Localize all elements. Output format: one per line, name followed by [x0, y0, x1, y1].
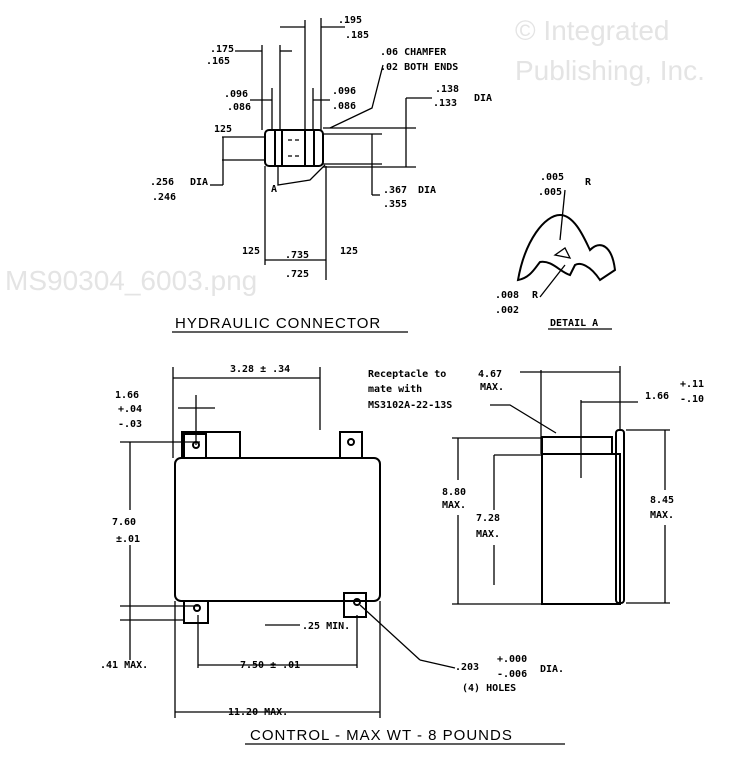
dim-label: R [532, 290, 539, 301]
dim-label: -.006 [497, 669, 527, 680]
dim-label: DIA [190, 177, 208, 188]
dim-label: 3.28 ± .34 [230, 364, 290, 375]
dim-label: .005 [540, 172, 564, 183]
control-side-view: Receptacle to mate with MS3102A-22-13S 4… [368, 366, 704, 605]
dim-label: .086 [332, 101, 356, 112]
dim-label: -.03 [118, 419, 142, 430]
control-title: CONTROL - MAX WT - 8 POUNDS [250, 727, 513, 744]
dim-label: .367 [383, 185, 407, 196]
chamfer-label: .02 BOTH ENDS [380, 62, 458, 73]
dim-label: +.04 [118, 404, 142, 415]
detail-a-view: .005 .005 R .008 .002 R DETAIL A [495, 172, 617, 330]
watermark-line: MS90304_6003.png [5, 265, 257, 296]
dim-label: R [585, 177, 592, 188]
dim-label: +.000 [497, 654, 527, 665]
dim-label: .25 MIN. [302, 621, 350, 632]
angle-label: 125 [242, 246, 260, 257]
dim-label: DIA [474, 93, 492, 104]
dim-label: (4) HOLES [462, 683, 516, 694]
dim-label: -.10 [680, 394, 704, 405]
dim-label: MAX. [480, 382, 504, 393]
receptacle-note: mate with [368, 383, 422, 395]
watermark: © Integrated Publishing, Inc. MS90304_60… [5, 15, 705, 296]
dim-label: DIA [418, 185, 436, 196]
dim-label: 7.28 [476, 513, 500, 524]
dim-label: .41 MAX. [100, 660, 148, 671]
dim-label: .138 [435, 84, 459, 95]
dim-label: 7.60 [112, 517, 136, 528]
dim-label: .175 [210, 44, 234, 55]
dim-label: .005 [538, 187, 562, 198]
chamfer-label: .06 CHAMFER [380, 47, 447, 58]
watermark-line: Publishing, Inc. [515, 55, 705, 86]
dim-label: .725 [285, 269, 309, 280]
dim-label: MAX. [442, 500, 466, 511]
dim-label: .133 [433, 98, 457, 109]
dim-label: .355 [383, 199, 407, 210]
receptacle-note: MS3102A-22-13S [368, 400, 452, 411]
dim-label: +.11 [680, 379, 704, 390]
receptacle-note: Receptacle to [368, 369, 446, 380]
dim-label: 7.50 ± .01 [240, 660, 300, 671]
dim-label: .185 [345, 30, 369, 41]
control-front-view: 3.28 ± .34 1.66 +.04 -.03 7.60 ±.01 .25 … [100, 364, 565, 745]
dim-label: 8.80 [442, 487, 466, 498]
dim-label: MAX. [476, 529, 500, 540]
dim-label: 1.66 [115, 390, 139, 401]
dim-label: DIA. [540, 664, 564, 675]
watermark-line: © Integrated [515, 15, 670, 46]
dim-label: 1.66 [645, 391, 669, 402]
dim-label: .086 [227, 102, 251, 113]
dim-label: .203 [455, 662, 479, 673]
dim-label: .165 [206, 56, 230, 67]
dim-label: .002 [495, 305, 519, 316]
dim-label: .735 [285, 250, 309, 261]
dim-label: .256 [150, 177, 174, 188]
angle-label: 125 [340, 246, 358, 257]
dim-label: .096 [332, 86, 356, 97]
dim-label: MAX. [650, 510, 674, 521]
dim-label: 4.67 [478, 369, 502, 380]
dim-label: .195 [338, 15, 362, 26]
dim-label: 8.45 [650, 495, 674, 506]
dim-label: .096 [224, 89, 248, 100]
hydraulic-connector-view: .195 .185 .175 .165 .06 CHAMFER .02 BOTH… [150, 15, 492, 333]
dim-label: .246 [152, 192, 176, 203]
dim-label: 11.20 MAX. [228, 707, 288, 718]
dim-label: ±.01 [116, 534, 140, 545]
angle-label: 125 [214, 124, 232, 135]
dim-label: .008 [495, 290, 519, 301]
detail-ref-label: A [271, 184, 277, 195]
hydraulic-connector-title: HYDRAULIC CONNECTOR [175, 315, 381, 332]
detail-a-title: DETAIL A [550, 318, 598, 329]
